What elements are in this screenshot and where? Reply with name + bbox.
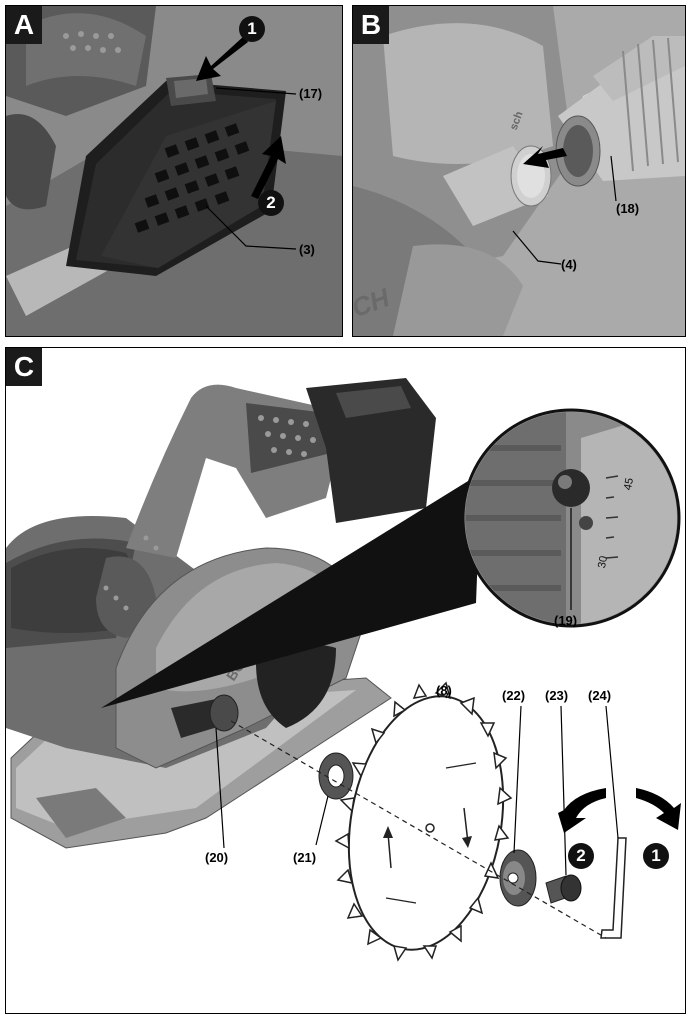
saw-blade [334, 681, 513, 962]
panel-b-illustration: CH sch [353, 6, 685, 336]
rotation-arrow-1-icon [636, 788, 681, 830]
arrow-1-icon [196, 36, 248, 81]
label-19: (19) [554, 613, 578, 628]
label-18: (18) [616, 201, 640, 216]
step-1-badge: 1 [643, 843, 669, 869]
clamping-flange [499, 849, 537, 907]
arrow-insert-icon [523, 146, 567, 168]
label-24: (24) [588, 688, 612, 703]
label-4: (4) [561, 257, 577, 272]
panel-b-tag: B [353, 6, 389, 44]
label-17: (17) [299, 86, 323, 101]
label-22: (22) [502, 688, 526, 703]
panel-a-remove-battery: A [5, 5, 343, 337]
panel-a-tag: A [6, 6, 42, 44]
step-2-badge: 2 [568, 843, 594, 869]
label-8: (8) [436, 683, 452, 698]
rotation-arrow-2-icon [558, 788, 606, 833]
arrow-2-icon [251, 136, 286, 199]
label-3: (3) [299, 242, 315, 257]
panel-c-change-blade: C BOSCH [5, 347, 686, 1014]
mounting-flange [318, 752, 354, 800]
scale-45-text: 45 [622, 477, 636, 491]
label-23: (23) [545, 688, 569, 703]
scale-30-text: 30 [596, 555, 610, 569]
label-20: (20) [205, 850, 229, 865]
panel-c-illustration: BOSCH [6, 378, 681, 962]
battery-pack [66, 74, 286, 276]
panel-a-illustration [6, 6, 342, 336]
panel-c-tag: C [6, 348, 42, 386]
zoom-callout: 45 30 [461, 408, 681, 628]
vacuum-hose [555, 36, 685, 187]
clamping-screw [545, 874, 582, 904]
panel-b-vacuum-connection: B CH sch (18) (4) [352, 5, 686, 337]
step-2-badge: 2 [258, 190, 284, 216]
label-21: (21) [293, 850, 317, 865]
step-1-badge: 1 [239, 16, 265, 42]
hex-key [600, 837, 627, 939]
